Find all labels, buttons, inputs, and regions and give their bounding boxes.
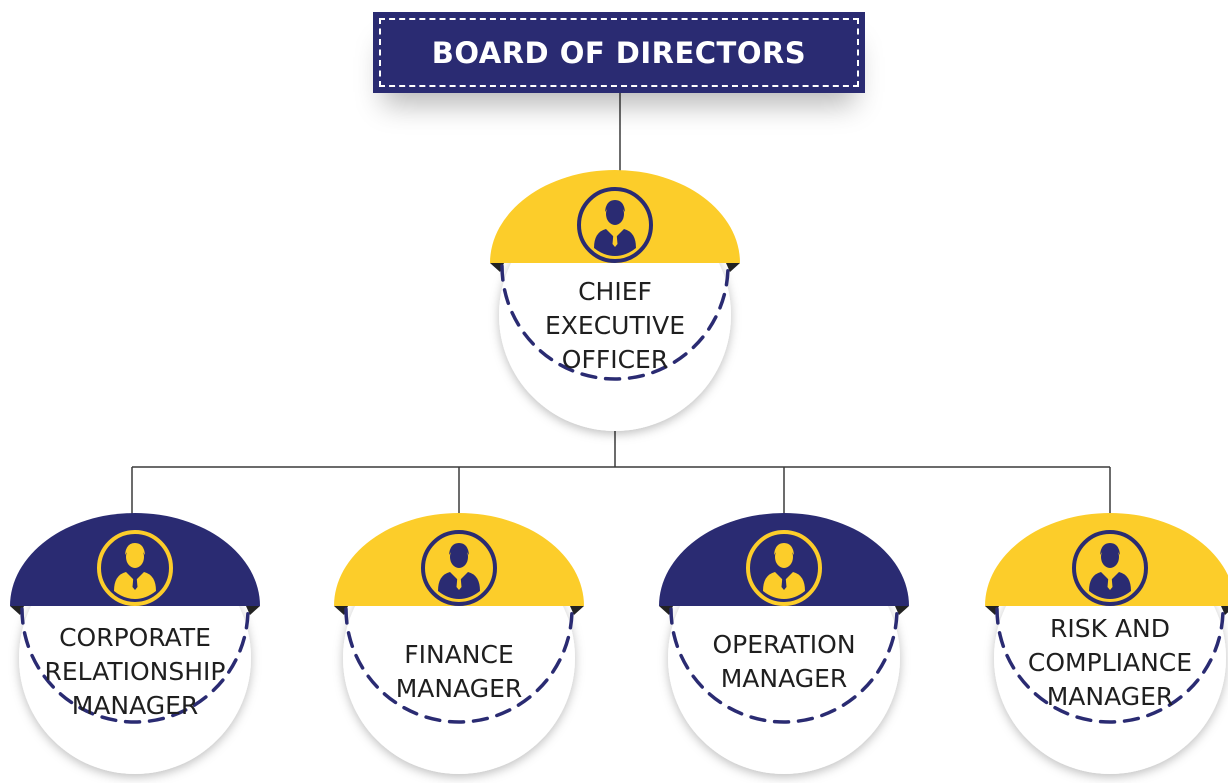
- manager-label: OPERATION MANAGER: [712, 630, 856, 693]
- person-collar: [778, 570, 790, 581]
- person-tie-icon: [96, 529, 174, 607]
- finance-manager-node: FINANCE MANAGER: [334, 513, 584, 783]
- cap-tab-right: [895, 606, 909, 615]
- person-head: [606, 203, 624, 225]
- manager-label: RISK AND COMPLIANCE MANAGER: [1027, 614, 1193, 711]
- person-head: [775, 546, 793, 568]
- person-head: [126, 546, 144, 568]
- person-figure: [746, 530, 822, 606]
- person-head: [1101, 546, 1119, 568]
- person-collar: [453, 570, 465, 581]
- person-collar: [129, 570, 141, 581]
- person-hair: [774, 543, 794, 555]
- person-figure: [421, 530, 497, 606]
- person-tie: [1107, 576, 1113, 590]
- risk-and-compliance-manager-node: RISK AND COMPLIANCE MANAGER: [985, 513, 1228, 783]
- person-hair: [449, 543, 469, 555]
- person-tie: [781, 576, 787, 590]
- avatar-ring: [1072, 530, 1148, 606]
- person-figure: [1072, 530, 1148, 606]
- corporate-relationship-manager-node: CORPORATE RELATIONSHIP MANAGER: [10, 513, 260, 783]
- person-figure: [97, 530, 173, 606]
- person-tie: [132, 576, 138, 590]
- operation-manager-node: OPERATION MANAGER: [659, 513, 909, 783]
- person-figure: [577, 187, 653, 263]
- node-shape: [334, 513, 584, 774]
- person-tie-icon: [1071, 529, 1149, 607]
- person-tie: [456, 576, 462, 590]
- avatar-ring: [577, 187, 653, 263]
- dashed-arc: [995, 607, 1225, 724]
- cap-tab-right: [570, 606, 584, 615]
- person-tie-icon: [420, 529, 498, 607]
- person-tie: [612, 233, 618, 247]
- person-hair: [1100, 543, 1120, 555]
- org-chart: BOARD OF DIRECTORS CHIEF EXECUTIVE OFFIC…: [10, 12, 1228, 774]
- person-collar: [1104, 570, 1116, 581]
- board-of-directors-box: BOARD OF DIRECTORS: [373, 12, 865, 93]
- person-head: [450, 546, 468, 568]
- manager-label: CORPORATE RELATIONSHIP MANAGER: [44, 623, 226, 720]
- avatar-ring: [97, 530, 173, 606]
- cap-tab-right: [1221, 606, 1228, 615]
- dashed-arc: [344, 607, 574, 724]
- dashed-arc: [500, 264, 730, 381]
- dashed-arc: [669, 607, 899, 724]
- avatar-ring: [746, 530, 822, 606]
- person-tie-icon: [576, 186, 654, 264]
- board-title: BOARD OF DIRECTORS: [431, 35, 807, 70]
- person-tie-icon: [745, 529, 823, 607]
- board-dashed-border: [379, 18, 859, 87]
- ceo-node: CHIEF EXECUTIVE OFFICER: [490, 170, 740, 440]
- person-collar: [609, 227, 621, 238]
- ceo-label: CHIEF EXECUTIVE OFFICER: [544, 277, 685, 374]
- dashed-arc: [20, 607, 250, 724]
- person-hair: [125, 543, 145, 555]
- manager-label: FINANCE MANAGER: [395, 640, 523, 703]
- avatar-ring: [421, 530, 497, 606]
- cap-tab-right: [726, 263, 740, 272]
- person-hair: [605, 200, 625, 212]
- cap-tab-right: [246, 606, 260, 615]
